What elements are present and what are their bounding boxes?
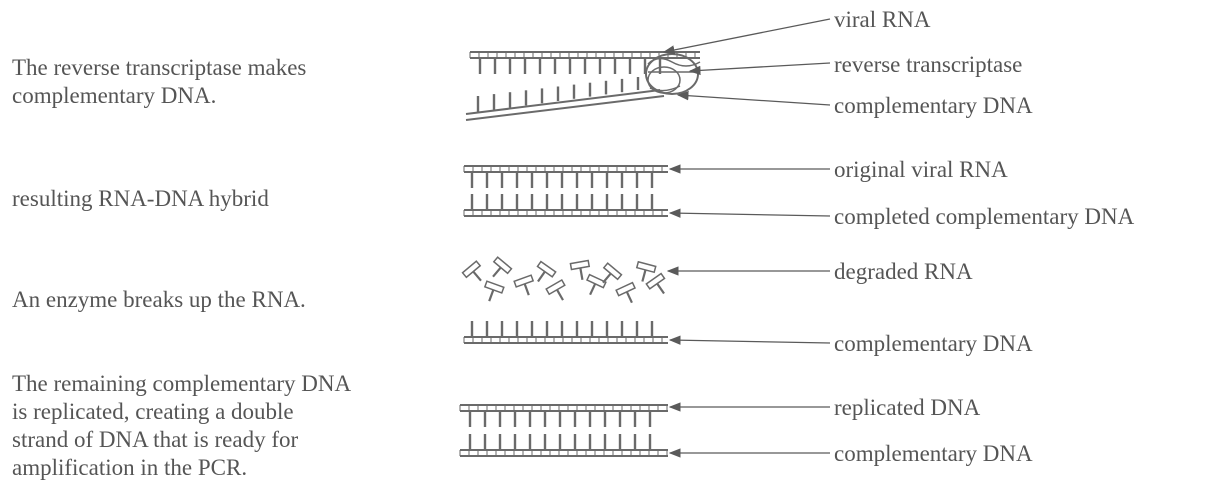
leader-lines	[662, 18, 831, 458]
step-1-description: The reverse transcriptase makes compleme…	[12, 55, 307, 108]
replicated-dna-strand	[459, 404, 668, 412]
step-4-description: The remaining complementary DNA is repli…	[12, 371, 352, 480]
step-2-description: resulting RNA-DNA hybrid	[12, 186, 269, 211]
degraded-rna-fragments	[461, 256, 666, 304]
complementary-dna-strand-4	[459, 449, 668, 457]
leader-completed-complementary-dna	[668, 208, 831, 218]
original-viral-rna-strand	[463, 165, 668, 173]
leader-complementary-dna-3	[668, 335, 831, 345]
label-reverse-transcriptase: reverse transcriptase	[834, 52, 1023, 77]
step-3-illustration	[461, 256, 668, 344]
completed-complementary-dna-bases	[470, 194, 654, 210]
label-viral-rna: viral RNA	[834, 7, 931, 32]
step-3-description: An enzyme breaks up the RNA.	[12, 287, 306, 312]
complementary-dna-strand-3	[463, 336, 668, 344]
label-complementary-dna-1: complementary DNA	[834, 93, 1033, 118]
completed-complementary-dna-strand	[463, 209, 668, 217]
label-completed-complementary-dna: completed complementary DNA	[834, 204, 1135, 229]
label-original-viral-rna: original viral RNA	[834, 157, 1008, 182]
label-complementary-dna-3: complementary DNA	[834, 331, 1033, 356]
complementary-dna-strand-1	[465, 77, 665, 121]
replicated-dna-bases	[468, 411, 652, 427]
complementary-dna-bases-4	[468, 434, 652, 450]
leader-viral-rna	[662, 18, 831, 55]
label-degraded-rna: degraded RNA	[834, 259, 973, 284]
leader-reverse-transcriptase	[688, 62, 831, 76]
label-complementary-dna-4: complementary DNA	[834, 441, 1033, 466]
leader-complementary-dna-1	[676, 91, 831, 106]
step-1-illustration	[465, 51, 701, 121]
label-replicated-dna: replicated DNA	[834, 395, 981, 420]
step-2-illustration	[463, 165, 668, 217]
reverse-transcriptase-enzyme	[645, 53, 701, 95]
viral-rna-bases	[478, 58, 662, 74]
complementary-dna-bases-3	[470, 321, 654, 337]
step-4-illustration	[459, 404, 668, 457]
original-viral-rna-bases	[470, 172, 654, 188]
